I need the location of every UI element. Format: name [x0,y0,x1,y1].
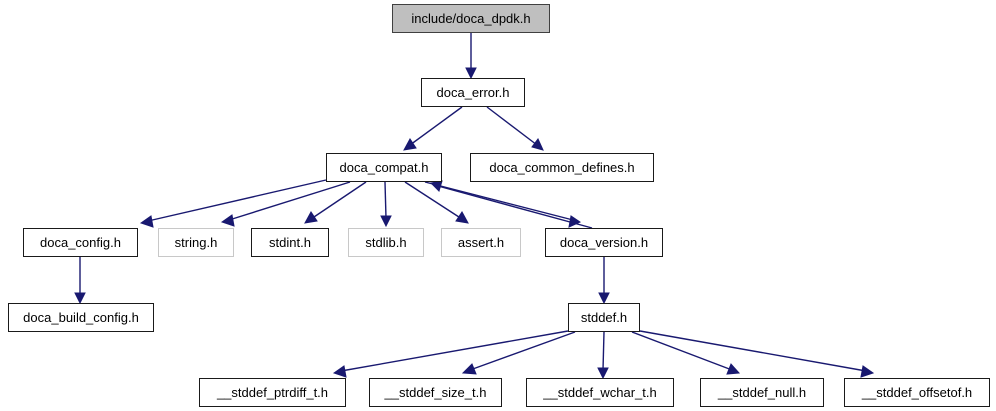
arrowhead-doca_config-to-doca_build_config [74,292,86,305]
arrowhead-doca_version-to-stddef_h [598,292,610,305]
arrowhead-stddef_h-to-stddef_null [726,363,741,375]
node-stdint_h[interactable]: stdint.h [251,228,329,257]
edge-doca_compat-to-string_h [228,181,351,221]
node-stddef_size[interactable]: __stddef_size_t.h [369,378,502,407]
arrowhead-stddef_h-to-stddef_offsetof [860,365,875,378]
arrowhead-doca_compat-to-string_h [220,214,235,227]
node-doca_version[interactable]: doca_version.h [545,228,663,257]
node-doca_dpdk[interactable]: include/doca_dpdk.h [392,4,550,33]
arrowhead-doca_error-to-doca_compat [403,138,417,151]
arrowhead-stddef_h-to-stddef_wchar [597,367,609,380]
edge-doca_compat-to-stdlib_h [384,181,387,219]
arrowhead-doca_dpdk-to-doca_error [465,67,477,80]
edge-stddef_h-to-stddef_size [469,331,576,371]
node-stddef_h[interactable]: stddef.h [568,303,640,332]
arrowhead-doca_compat-to-stdint_h [304,211,318,224]
arrowhead-doca_compat-to-assert_h [455,211,469,224]
edge-doca_compat-to-assert_h [404,181,463,220]
arrowhead-doca_compat-to-doca_version [568,215,582,228]
node-stddef_wchar[interactable]: __stddef_wchar_t.h [526,378,674,407]
node-doca_error[interactable]: doca_error.h [421,78,525,107]
arrowhead-doca_version-to-doca_compat [429,180,443,192]
edge-doca_error-to-doca_compat [409,106,463,146]
node-doca_build_config[interactable]: doca_build_config.h [8,303,154,332]
edge-stddef_h-to-stddef_wchar [602,331,605,371]
arrowhead-doca_compat-to-stdlib_h [380,215,392,228]
arrowhead-doca_error-to-doca_common_defines [531,138,544,151]
arrowhead-stddef_h-to-stddef_ptrdiff [332,365,347,378]
node-stddef_null[interactable]: __stddef_null.h [700,378,824,407]
node-string_h[interactable]: string.h [158,228,234,257]
edge-doca_compat-to-stdint_h [310,181,367,220]
edge-stddef_h-to-stddef_ptrdiff [340,330,569,372]
edge-doca_error-to-doca_common_defines [486,106,538,146]
edge-doca_compat-to-doca_version [424,181,574,221]
arrowhead-stddef_h-to-stddef_size [461,363,477,375]
edge-doca_version-to-doca_compat [437,185,593,229]
arrowhead-doca_compat-to-doca_config [139,215,154,228]
edge-stddef_h-to-stddef_null [631,331,733,371]
node-doca_common_defines[interactable]: doca_common_defines.h [470,153,654,182]
node-doca_compat[interactable]: doca_compat.h [326,153,442,182]
node-assert_h[interactable]: assert.h [441,228,521,257]
node-stdlib_h[interactable]: stdlib.h [348,228,424,257]
edge-doca_compat-to-doca_config [147,179,327,222]
node-doca_config[interactable]: doca_config.h [23,228,138,257]
node-stddef_ptrdiff[interactable]: __stddef_ptrdiff_t.h [199,378,346,407]
edge-stddef_h-to-stddef_offsetof [639,330,867,372]
node-stddef_offsetof[interactable]: __stddef_offsetof.h [844,378,990,407]
